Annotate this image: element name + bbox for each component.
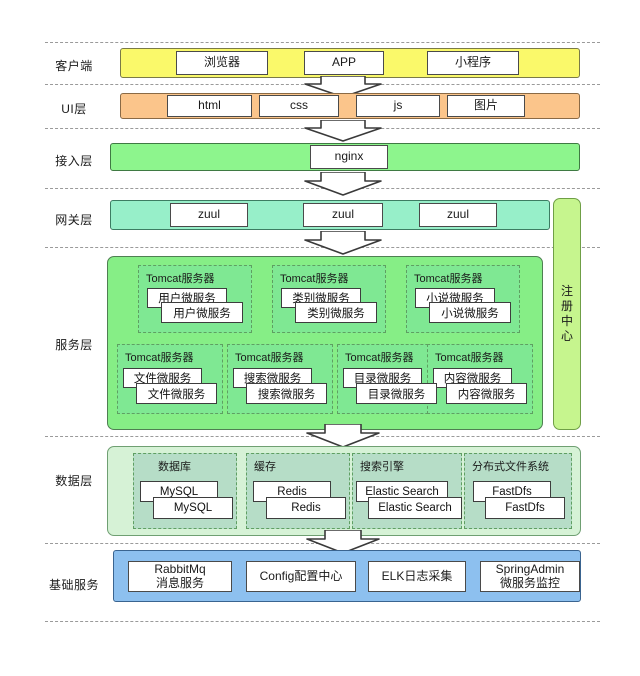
- tomcat-group-category-title: Tomcat服务器: [280, 273, 349, 285]
- infra-item-rabbitmq-line1: RabbitMq: [154, 561, 206, 576]
- separator-gateway-service: [45, 247, 600, 248]
- tomcat-group-file[interactable]: Tomcat服务器 文件微服务 文件微服务: [117, 344, 223, 414]
- client-item-browser[interactable]: 浏览器: [176, 51, 268, 75]
- data-node-mysql-back[interactable]: MySQL: [140, 481, 218, 502]
- data-group-cache-title: 缓存: [254, 461, 276, 473]
- registry-center[interactable]: 注 册 中 心: [553, 198, 581, 430]
- data-group-database-title: 数据库: [158, 461, 191, 473]
- separator-top: [45, 42, 600, 43]
- gateway-item-zuul-1[interactable]: zuul: [170, 203, 248, 227]
- ui-item-html[interactable]: html: [167, 95, 252, 117]
- tomcat-group-search-title: Tomcat服务器: [235, 352, 304, 364]
- registry-center-label: 注 册 中 心: [554, 284, 580, 344]
- tomcat-group-novel-title: Tomcat服务器: [414, 273, 483, 285]
- infra-item-config-center[interactable]: Config配置中心: [246, 561, 356, 592]
- data-node-mysql-front[interactable]: MySQL: [153, 497, 233, 519]
- data-group-search-engine[interactable]: 搜索引擎 Elastic Search Elastic Search: [352, 453, 462, 529]
- layer-label-service: 服务层: [55, 338, 93, 352]
- data-group-database[interactable]: 数据库 MySQL MySQL: [133, 453, 237, 529]
- arrow-service-to-data: [301, 424, 385, 448]
- layer-label-infra: 基础服务: [48, 578, 99, 592]
- layer-label-ingress: 接入层: [55, 154, 93, 168]
- arrow-data-to-infra: [301, 530, 385, 554]
- service-node-file-front[interactable]: 文件微服务: [136, 383, 217, 404]
- data-group-dfs[interactable]: 分布式文件系统 FastDfs FastDfs: [464, 453, 572, 529]
- ui-item-js[interactable]: js: [356, 95, 440, 117]
- infra-item-elk[interactable]: ELK日志采集: [368, 561, 466, 592]
- separator-bottom: [45, 621, 600, 622]
- service-node-novel-front[interactable]: 小说微服务: [429, 302, 511, 323]
- layer-label-ui: UI层: [61, 102, 87, 116]
- gateway-item-zuul-2[interactable]: zuul: [303, 203, 383, 227]
- arrow-ui-to-ingress: [301, 120, 385, 142]
- tomcat-group-content[interactable]: Tomcat服务器 内容微服务 内容微服务: [427, 344, 533, 414]
- infra-item-springadmin-line2: 微服务监控: [499, 575, 560, 590]
- service-node-catalog-front[interactable]: 目录微服务: [356, 383, 437, 404]
- layer-label-client: 客户端: [55, 59, 93, 73]
- infra-item-rabbitmq-line2: 消息服务: [155, 575, 204, 590]
- registry-char-2: 册: [560, 299, 573, 313]
- service-node-search-front[interactable]: 搜索微服务: [246, 383, 327, 404]
- separator-ingress-gateway: [45, 188, 600, 189]
- infra-item-rabbitmq[interactable]: RabbitMq 消息服务: [128, 561, 232, 592]
- ingress-item-nginx[interactable]: nginx: [310, 145, 388, 169]
- service-node-user-front[interactable]: 用户微服务: [161, 302, 243, 323]
- tomcat-group-content-title: Tomcat服务器: [435, 352, 504, 364]
- data-node-es-back[interactable]: Elastic Search: [356, 481, 448, 502]
- ui-item-image[interactable]: 图片: [447, 95, 525, 117]
- tomcat-group-search[interactable]: Tomcat服务器 搜索微服务 搜索微服务: [227, 344, 333, 414]
- registry-char-1: 注: [560, 284, 573, 298]
- arrow-ingress-to-gateway: [301, 172, 385, 196]
- layer-label-data: 数据层: [55, 474, 93, 488]
- data-node-fastdfs-front[interactable]: FastDfs: [485, 497, 565, 519]
- tomcat-group-catalog[interactable]: Tomcat服务器 目录微服务 目录微服务: [337, 344, 443, 414]
- layer-label-gateway: 网关层: [55, 213, 93, 227]
- data-node-redis-front[interactable]: Redis: [266, 497, 346, 519]
- data-group-dfs-title: 分布式文件系统: [472, 461, 549, 473]
- tomcat-group-novel[interactable]: Tomcat服务器 小说微服务 小说微服务: [406, 265, 520, 333]
- tomcat-group-user[interactable]: Tomcat服务器 用户微服务 用户微服务: [138, 265, 252, 333]
- data-group-search-engine-title: 搜索引擎: [360, 461, 404, 473]
- tomcat-group-file-title: Tomcat服务器: [125, 352, 194, 364]
- arrow-client-to-ui: [301, 76, 385, 98]
- registry-char-4: 心: [560, 329, 573, 343]
- tomcat-group-category[interactable]: Tomcat服务器 类别微服务 类别微服务: [272, 265, 386, 333]
- tomcat-group-catalog-title: Tomcat服务器: [345, 352, 414, 364]
- tomcat-group-user-title: Tomcat服务器: [146, 273, 215, 285]
- service-node-category-front[interactable]: 类别微服务: [295, 302, 377, 323]
- data-node-es-front[interactable]: Elastic Search: [368, 497, 462, 519]
- registry-char-3: 中: [560, 314, 573, 328]
- gateway-item-zuul-3[interactable]: zuul: [419, 203, 497, 227]
- data-group-cache[interactable]: 缓存 Redis Redis: [246, 453, 350, 529]
- client-item-app[interactable]: APP: [304, 51, 384, 75]
- ui-item-css[interactable]: css: [259, 95, 339, 117]
- arrow-gateway-to-service: [301, 231, 385, 255]
- client-item-miniprogram[interactable]: 小程序: [427, 51, 519, 75]
- infra-item-springadmin[interactable]: SpringAdmin 微服务监控: [480, 561, 580, 592]
- service-node-content-front[interactable]: 内容微服务: [446, 383, 527, 404]
- data-node-redis-back[interactable]: Redis: [253, 481, 331, 502]
- infra-item-springadmin-line1: SpringAdmin: [495, 561, 565, 576]
